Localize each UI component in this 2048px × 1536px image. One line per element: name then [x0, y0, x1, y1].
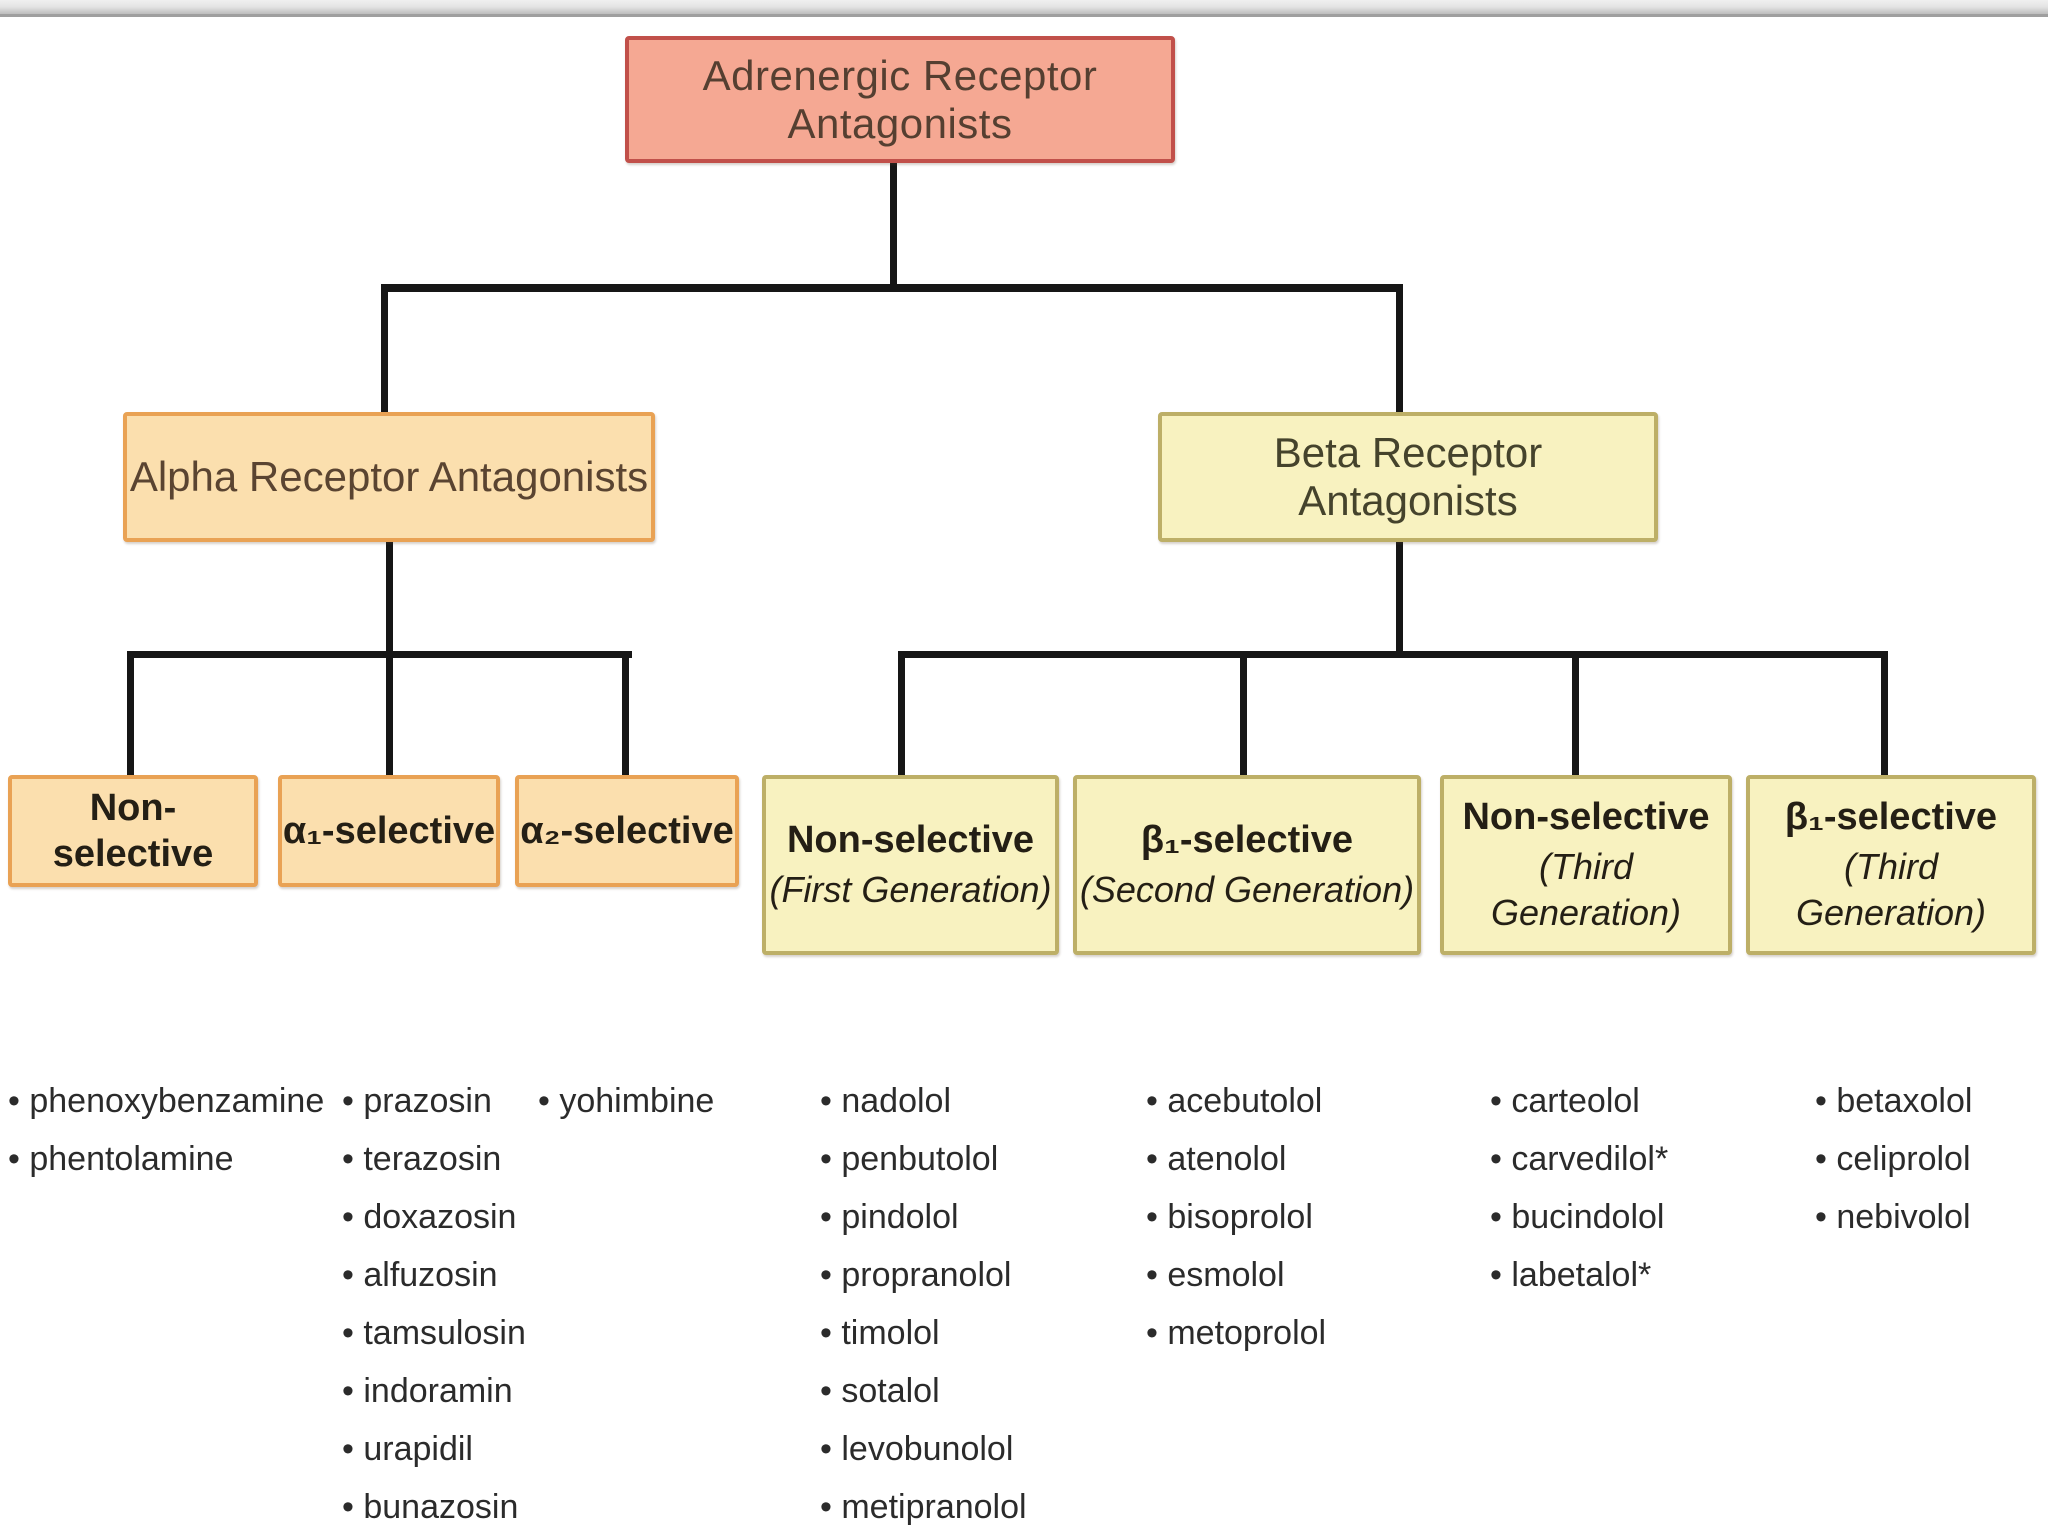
drug-item: • nebivolol — [1815, 1198, 1971, 1236]
node-label: β₁-selective — [1140, 819, 1354, 861]
drug-list-beta-third-gen-nonselective: • carteolol • carvedilol* • bucindolol • la… — [1490, 1072, 1668, 1304]
drug-item: • timolol — [820, 1314, 940, 1352]
drug-item: • sotalol — [820, 1372, 940, 1410]
drug-list-beta-third-gen-b1: • betaxolol • celiprolol • nebivolol — [1815, 1072, 1972, 1246]
drug-item: • prazosin — [342, 1082, 492, 1120]
drug-list-alpha2-selective: • yohimbine — [538, 1072, 714, 1130]
node-label: Alpha Receptor Antagonists — [129, 453, 649, 500]
drug-list-beta-first-gen: • nadolol • penbutolol • pindolol • propran… — [820, 1072, 1027, 1536]
connector-line — [898, 654, 905, 777]
drug-item: • bisoprolol — [1146, 1198, 1313, 1236]
node-label: Non-selective — [1462, 796, 1710, 838]
connector-line — [1240, 654, 1247, 777]
drug-item: • alfuzosin — [342, 1256, 498, 1294]
node-label: Non-selective — [786, 819, 1035, 861]
drug-item: • carvedilol* — [1490, 1140, 1669, 1178]
drug-item: • nadolol — [820, 1082, 952, 1120]
drug-item: • urapidil — [342, 1430, 473, 1468]
drug-list-alpha-nonselective: • phenoxybenzamine • phentolamine — [8, 1072, 324, 1188]
drug-item: • celiprolol — [1815, 1140, 1971, 1178]
node-alpha-nonselective: Non-selective — [8, 775, 258, 887]
node-label: Beta Receptor Antagonists — [1273, 429, 1543, 524]
drug-item: • metipranolol — [820, 1488, 1027, 1526]
node-adrenergic-receptor-antagonists: Adrenergic Receptor Antagonists — [625, 36, 1175, 163]
drug-item: • atenolol — [1146, 1140, 1287, 1178]
node-beta1-selective-second-gen: β₁-selective (Second Generation) — [1073, 775, 1421, 955]
drug-item: • phenoxybenzamine — [8, 1082, 325, 1120]
drug-item: • penbutolol — [820, 1140, 999, 1178]
drug-item: • metoprolol — [1146, 1314, 1327, 1352]
node-generation-label: (First Generation) — [769, 869, 1052, 910]
drug-item: • bunazosin — [342, 1488, 519, 1526]
node-generation-label: (Second Generation) — [1079, 869, 1415, 910]
node-beta-nonselective-first-gen: Non-selective (First Generation) — [762, 775, 1059, 955]
drug-item: • indoramin — [342, 1372, 513, 1410]
connector-line — [386, 542, 393, 777]
drug-item: • esmolol — [1146, 1256, 1285, 1294]
node-generation-label: (Third Generation) — [1795, 846, 1987, 933]
drug-item: • carteolol — [1490, 1082, 1640, 1120]
node-label: α₂-selective — [520, 810, 734, 852]
connector-line — [890, 163, 897, 288]
drug-item: • bucindolol — [1490, 1198, 1665, 1236]
connector-line — [381, 288, 388, 414]
drug-list-beta-second-gen: • acebutolol • atenolol • bisoprolol • esmo… — [1146, 1072, 1326, 1362]
node-generation-label: (Third Generation) — [1490, 846, 1682, 933]
connector-line — [127, 651, 632, 658]
node-alpha1-selective: α₁-selective — [278, 775, 500, 887]
node-label: α₁-selective — [282, 810, 496, 852]
node-label: Adrenergic Receptor Antagonists — [702, 51, 1098, 147]
connector-line — [381, 284, 1403, 292]
connector-line — [898, 651, 1888, 658]
node-beta-nonselective-third-gen: Non-selective (Third Generation) — [1440, 775, 1732, 955]
drug-item: • levobunolol — [820, 1430, 1014, 1468]
drug-item: • acebutolol — [1146, 1082, 1323, 1120]
drug-item: • tamsulosin — [342, 1314, 526, 1352]
connector-line — [1396, 542, 1403, 658]
drug-list-alpha1-selective: • prazosin • terazosin • doxazosin • alfuzo… — [342, 1072, 526, 1536]
node-beta-receptor-antagonists: Beta Receptor Antagonists — [1158, 412, 1658, 542]
node-beta1-selective-third-gen: β₁-selective (Third Generation) — [1746, 775, 2036, 955]
drug-item: • pindolol — [820, 1198, 959, 1236]
drug-item: • betaxolol — [1815, 1082, 1973, 1120]
drug-item: • labetalol* — [1490, 1256, 1652, 1294]
node-alpha-receptor-antagonists: Alpha Receptor Antagonists — [123, 412, 655, 542]
connector-line — [1572, 654, 1579, 777]
connector-line — [1396, 288, 1403, 414]
node-alpha2-selective: α₂-selective — [515, 775, 739, 887]
drug-item: • terazosin — [342, 1140, 502, 1178]
connector-line — [1881, 654, 1888, 777]
connector-line — [127, 654, 134, 777]
node-label: Non-selective — [52, 787, 214, 875]
node-label: β₁-selective — [1784, 796, 1998, 838]
drug-item: • doxazosin — [342, 1198, 517, 1236]
drug-item: • yohimbine — [538, 1082, 715, 1120]
window-top-bar — [0, 0, 2048, 17]
drug-item: • phentolamine — [8, 1140, 234, 1178]
drug-item: • propranolol — [820, 1256, 1012, 1294]
connector-line — [622, 654, 629, 777]
